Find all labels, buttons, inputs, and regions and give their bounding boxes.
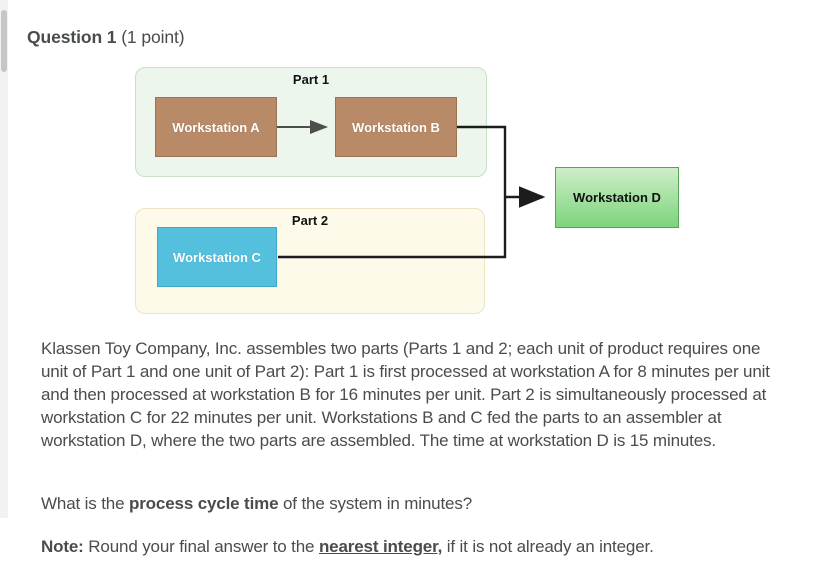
process-flow-diagram: Part 1 Part 2 Workstation A Workstation …: [130, 60, 690, 322]
question-prompt-prefix: What is the: [41, 494, 129, 513]
rounding-note: Note: Round your final answer to the nea…: [41, 535, 785, 558]
workstation-b-node: Workstation B: [335, 97, 457, 157]
question-header: Question 1 (1 point): [27, 27, 185, 48]
left-scrollbar-track[interactable]: [0, 0, 8, 518]
workstation-c-node: Workstation C: [157, 227, 277, 287]
note-middle: Round your final answer to the: [83, 537, 319, 556]
question-title: Question 1: [27, 27, 117, 47]
note-suffix: if it is not already an integer.: [442, 537, 654, 556]
question-prompt-suffix: of the system in minutes?: [278, 494, 472, 513]
part1-label: Part 1: [292, 72, 330, 87]
workstation-d-node: Workstation D: [555, 167, 679, 228]
left-scrollbar-thumb[interactable]: [1, 10, 7, 72]
question-prompt: What is the process cycle time of the sy…: [41, 492, 785, 515]
note-emphasis: nearest integer,: [318, 537, 443, 556]
question-prompt-emphasis: process cycle time: [128, 494, 279, 513]
workstation-a-node: Workstation A: [155, 97, 277, 157]
question-description: Klassen Toy Company, Inc. assembles two …: [41, 339, 770, 450]
question-points: (1 point): [121, 27, 185, 47]
part2-label: Part 2: [291, 213, 329, 228]
note-label: Note:: [41, 537, 84, 556]
